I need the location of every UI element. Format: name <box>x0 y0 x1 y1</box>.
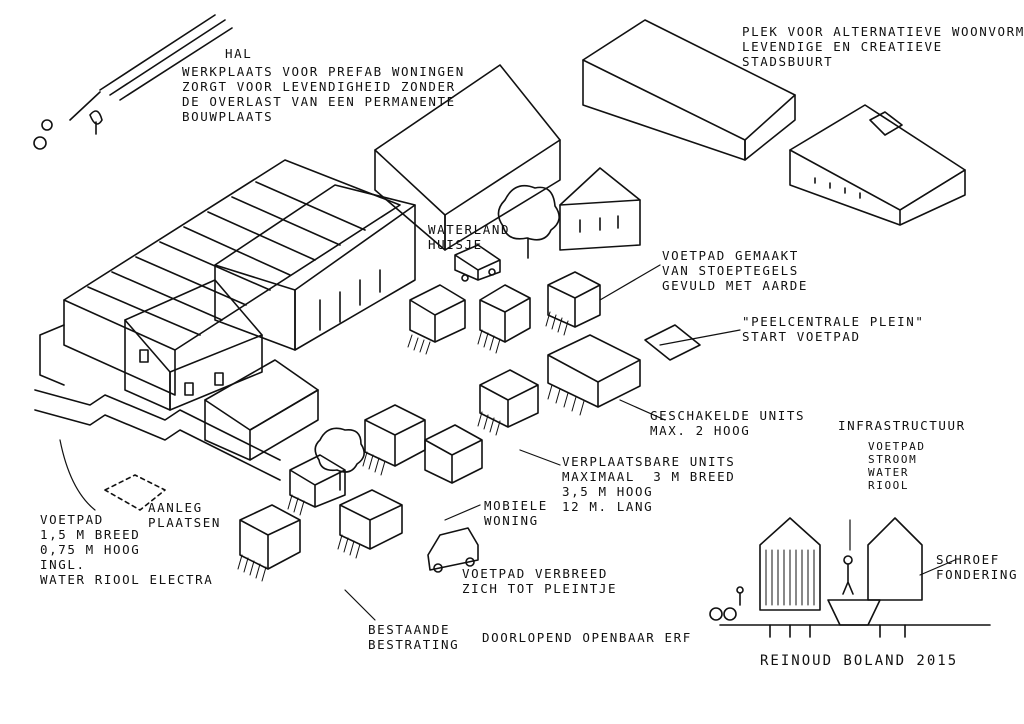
label-line: SCHROEF <box>936 552 1000 567</box>
leader-lines <box>59 264 956 621</box>
label-line: VOETPAD <box>40 512 104 527</box>
label-line: LEVENDIGE EN CREATIEVE <box>742 39 943 54</box>
workshop-hall <box>39 159 401 396</box>
long-barn <box>582 19 796 161</box>
label-line: VOETPAD <box>868 440 926 453</box>
label-doorlopend-openbaar-erf: DOORLOPEND OPENBAAR ERF <box>482 630 692 645</box>
label-line: PLEK VOOR ALTERNATIEVE WOONVORMEN <box>742 24 1024 39</box>
label-line: ZORGT VOOR LEVENDIGHEID ZONDER <box>182 79 456 94</box>
small-front-house <box>204 359 319 461</box>
car <box>427 527 479 573</box>
label-line: STROOM <box>868 453 918 466</box>
label-line: HUISJE <box>428 237 483 252</box>
waterland-huisje <box>454 244 501 282</box>
label-line: AANLEG <box>148 500 203 515</box>
label-line: ZICH TOT PLEINTJE <box>462 581 618 596</box>
label-line: START VOETPAD <box>742 329 861 344</box>
label-line: BESTRATING <box>368 637 460 652</box>
label-line: DOORLOPEND OPENBAAR ERF <box>482 630 692 645</box>
label-line: MAX. 2 HOOG <box>650 423 751 438</box>
label-line: MOBIELE <box>484 498 548 513</box>
label-line: VOETPAD GEMAAKT <box>662 248 799 263</box>
label-line: HAL <box>225 46 253 61</box>
label-line: 12 M. LANG <box>562 499 654 514</box>
label-line: VOETPAD VERBREED <box>462 566 609 581</box>
gabled-house <box>559 167 641 251</box>
label-line: INGL. <box>40 557 86 572</box>
label-line: DE OVERLAST VAN EEN PERMANENTE <box>182 94 456 109</box>
label-line: PLAATSEN <box>148 515 222 530</box>
label-line: WERKPLAATS VOOR PREFAB WONINGEN <box>182 64 465 79</box>
label-line: WATER RIOOL ELECTRA <box>40 572 214 587</box>
tree <box>497 184 560 259</box>
label-peelcentrale-plein: "PEELCENTRALE PLEIN"START VOETPAD <box>742 314 925 344</box>
label-line: GEVULD MET AARDE <box>662 278 809 293</box>
label-line: FONDERING <box>936 567 1019 582</box>
tree-lower <box>314 427 365 491</box>
hatch-shadows <box>237 311 585 582</box>
rear-hall <box>374 64 561 251</box>
label-line: 1,5 M BREED <box>40 527 141 542</box>
label-line: 0,75 M HOOG <box>40 542 141 557</box>
front-house <box>124 279 263 411</box>
label-line: BOUWPLAATS <box>182 109 274 124</box>
label-hal: HAL <box>225 46 252 61</box>
background-row-sketch <box>33 14 233 150</box>
label-line: RIOOL <box>868 479 910 492</box>
label-line: BESTAANDE <box>368 622 451 637</box>
central-warehouse <box>214 184 416 351</box>
label-line: VAN STOEPTEGELS <box>662 263 799 278</box>
signature: REINOUD BOLAND 2015 <box>760 654 958 669</box>
label-infrastructuur: INFRASTRUCTUUR <box>838 418 966 433</box>
label-line: 3,5 M HOOG <box>562 484 654 499</box>
label-line: GESCHAKELDE UNITS <box>650 408 806 423</box>
label-line: MAXIMAAL 3 M BREED <box>562 469 736 484</box>
label-line: WATER <box>868 466 910 479</box>
label-line: REINOUD BOLAND 2015 <box>760 653 959 669</box>
infrastructure-section <box>709 517 991 638</box>
right-house <box>789 104 966 226</box>
modular-units <box>239 271 701 570</box>
footpath <box>34 389 281 511</box>
label-line: VERPLAATSBARE UNITS <box>562 454 736 469</box>
label-line: WONING <box>484 513 539 528</box>
label-line: "PEELCENTRALE PLEIN" <box>742 314 925 329</box>
label-line: INFRASTRUCTUUR <box>838 418 966 433</box>
label-line: WATERLAND <box>428 222 511 237</box>
label-line: STADSBUURT <box>742 54 834 69</box>
